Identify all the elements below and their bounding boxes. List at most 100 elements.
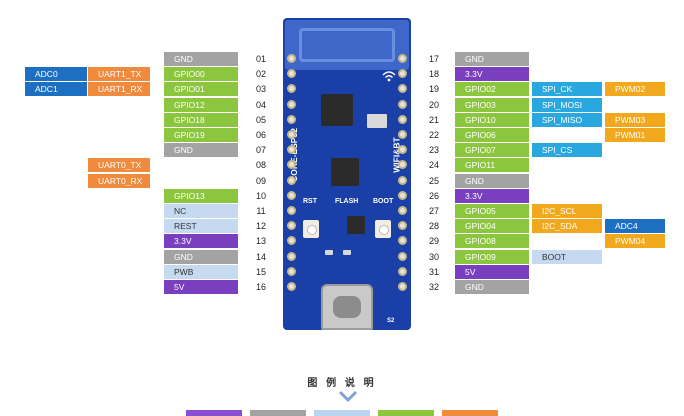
header-hole [398,176,407,185]
pin-number: 01 [250,52,272,66]
header-hole [398,282,407,291]
pin-number: 32 [423,280,445,294]
pin-function-label: GND [455,174,529,188]
header-hole [398,160,407,169]
header-hole [287,206,296,215]
pin-number: 31 [423,265,445,279]
pin-alt-function-label: BOOT [532,250,602,264]
header-hole [398,267,407,276]
header-hole [287,282,296,291]
header-hole [398,145,407,154]
header-hole [287,100,296,109]
component [343,250,351,255]
header-hole [287,221,296,230]
legend-swatch [314,410,370,416]
header-hole [398,130,407,139]
header-hole [287,115,296,124]
header-hole [287,130,296,139]
flash-silk: FLASH [335,198,358,205]
pin-function-label: GND [164,143,238,157]
header-hole [398,221,407,230]
pin-function-label: NC [164,204,238,218]
legend-swatch [442,410,498,416]
pin-number: 20 [423,98,445,112]
crystal [367,114,387,128]
header-hole [398,69,407,78]
pin-function-label: GPIO18 [164,113,238,127]
pin-number: 24 [423,158,445,172]
pin-alt-function-label: PWM02 [605,82,665,96]
header-hole [287,252,296,261]
wifi-icon [381,68,397,84]
pin-alt-function-label: UART1_TX [88,67,150,81]
pin-number: 27 [423,204,445,218]
esp32-board: RST FLASH BOOT CORE-ESP32 WIFI&BT S2 [283,18,411,330]
legend-swatch [378,410,434,416]
pin-number: 29 [423,234,445,248]
pin-number: 12 [250,219,272,233]
pin-alt-function-label: SPI_CS [532,143,602,157]
regulator-chip [347,216,365,234]
pin-alt-function-label: PWM01 [605,128,665,142]
legend-swatch [186,410,242,416]
header-hole [398,84,407,93]
pin-number: 15 [250,265,272,279]
pin-number: 02 [250,67,272,81]
header-hole [398,206,407,215]
component [325,250,333,255]
rst-button [303,220,319,238]
flash-chip [331,158,359,186]
pin-function-label: GPIO02 [455,82,529,96]
pin-function-label: 3.3V [455,189,529,203]
pin-alt-function-label: I2C_SCL [532,204,602,218]
pin-function-label: GND [164,250,238,264]
pin-number: 30 [423,250,445,264]
pin-alt-function-label: PWM03 [605,113,665,127]
pin-alt-function-label: PWM04 [605,234,665,248]
down-arrow-icon [336,390,360,404]
pin-function-label: GPIO05 [455,204,529,218]
pin-function-label: GPIO06 [455,128,529,142]
header-hole [287,84,296,93]
pin-number: 17 [423,52,445,66]
usb-c-port [321,284,373,330]
legend-title: 图 例 说 明 [0,374,684,389]
pin-function-label: GPIO12 [164,98,238,112]
header-hole [398,236,407,245]
pin-function-label: GPIO04 [455,219,529,233]
pin-number: 04 [250,98,272,112]
pin-number: 09 [250,174,272,188]
pin-function-label: GPIO09 [455,250,529,264]
pin-number: 06 [250,128,272,142]
pin-number: 05 [250,113,272,127]
pin-function-label: 5V [164,280,238,294]
header-hole [287,267,296,276]
pin-function-label: GPIO03 [455,98,529,112]
boot-button [375,220,391,238]
header-hole [398,115,407,124]
pin-number: 28 [423,219,445,233]
pcb-antenna [285,20,409,70]
pin-number: 22 [423,128,445,142]
pin-function-label: GPIO13 [164,189,238,203]
pin-alt-function-label: ADC1 [25,82,87,96]
pin-number: 21 [423,113,445,127]
pin-function-label: GPIO19 [164,128,238,142]
header-hole [287,69,296,78]
pin-function-label: GND [455,52,529,66]
pin-number: 18 [423,67,445,81]
pin-alt-function-label: I2C_SDA [532,219,602,233]
pin-number: 10 [250,189,272,203]
header-hole [287,54,296,63]
pin-alt-function-label: SPI_CK [532,82,602,96]
pin-alt-function-label: SPI_MISO [532,113,602,127]
boot-silk: BOOT [373,198,393,205]
pin-number: 16 [250,280,272,294]
s2-silk: S2 [387,318,394,324]
header-hole [398,191,407,200]
pin-number: 07 [250,143,272,157]
header-hole [287,176,296,185]
pin-function-label: GPIO07 [455,143,529,157]
pin-function-label: 3.3V [164,234,238,248]
pin-number: 19 [423,82,445,96]
